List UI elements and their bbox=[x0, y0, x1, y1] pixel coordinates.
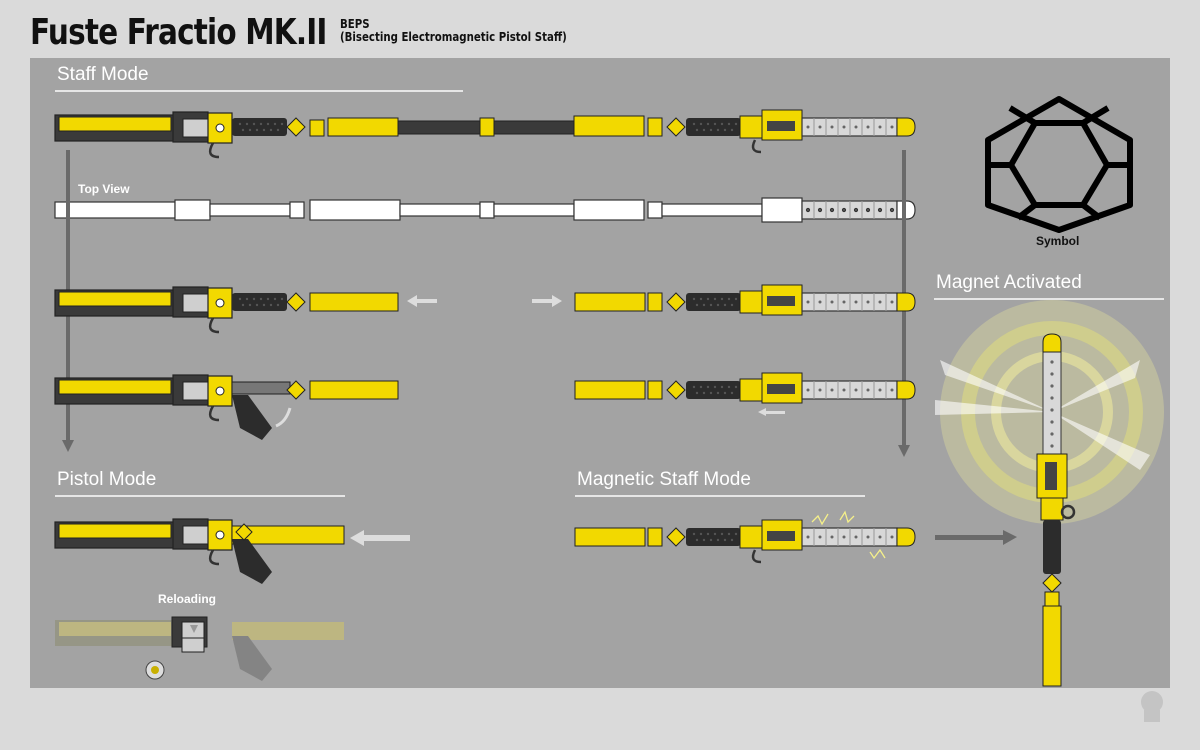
staff-top-view bbox=[54, 197, 916, 223]
section-title-pistol-mode: Pistol Mode bbox=[57, 469, 157, 490]
arrow-right-icon bbox=[532, 295, 562, 307]
split-left-half bbox=[53, 285, 399, 334]
pistol-mode-illustration bbox=[53, 517, 345, 584]
arrow-left-icon bbox=[350, 530, 410, 546]
arrow-right-icon bbox=[935, 530, 1017, 545]
section-underline bbox=[55, 495, 345, 497]
hexagon-cube-symbol-icon bbox=[985, 96, 1133, 233]
grip-folding-left bbox=[53, 373, 399, 440]
grip-folding-right bbox=[574, 372, 916, 416]
section-underline bbox=[55, 90, 463, 92]
magnet-activated-illustration bbox=[935, 300, 1164, 687]
section-title-magnetic-staff-mode: Magnetic Staff Mode bbox=[577, 469, 751, 490]
section-underline bbox=[934, 298, 1164, 300]
staff-full-side-view bbox=[53, 109, 916, 159]
section-underline bbox=[575, 495, 865, 497]
subtitle-full-name: (Bisecting Electromagnetic Pistol Staff) bbox=[340, 30, 567, 44]
label-symbol: Symbol bbox=[1036, 234, 1080, 248]
artist-signature-icon bbox=[1141, 691, 1163, 722]
section-title-staff-mode: Staff Mode bbox=[57, 64, 149, 85]
reloading-illustration bbox=[55, 620, 344, 681]
page-title: Fuste Fractio MK.II bbox=[30, 12, 327, 53]
page-subtitle: BEPS (Bisecting Electromagnetic Pistol S… bbox=[340, 18, 567, 44]
magnetic-staff-illustration bbox=[574, 510, 916, 564]
label-top-view: Top View bbox=[78, 182, 130, 196]
arrow-left-icon bbox=[407, 295, 437, 307]
section-title-magnet-activated: Magnet Activated bbox=[936, 272, 1082, 293]
reloading-cylinder bbox=[145, 616, 208, 680]
label-reloading: Reloading bbox=[158, 592, 217, 606]
split-right-half bbox=[574, 284, 916, 316]
subtitle-acronym: BEPS bbox=[340, 17, 370, 31]
